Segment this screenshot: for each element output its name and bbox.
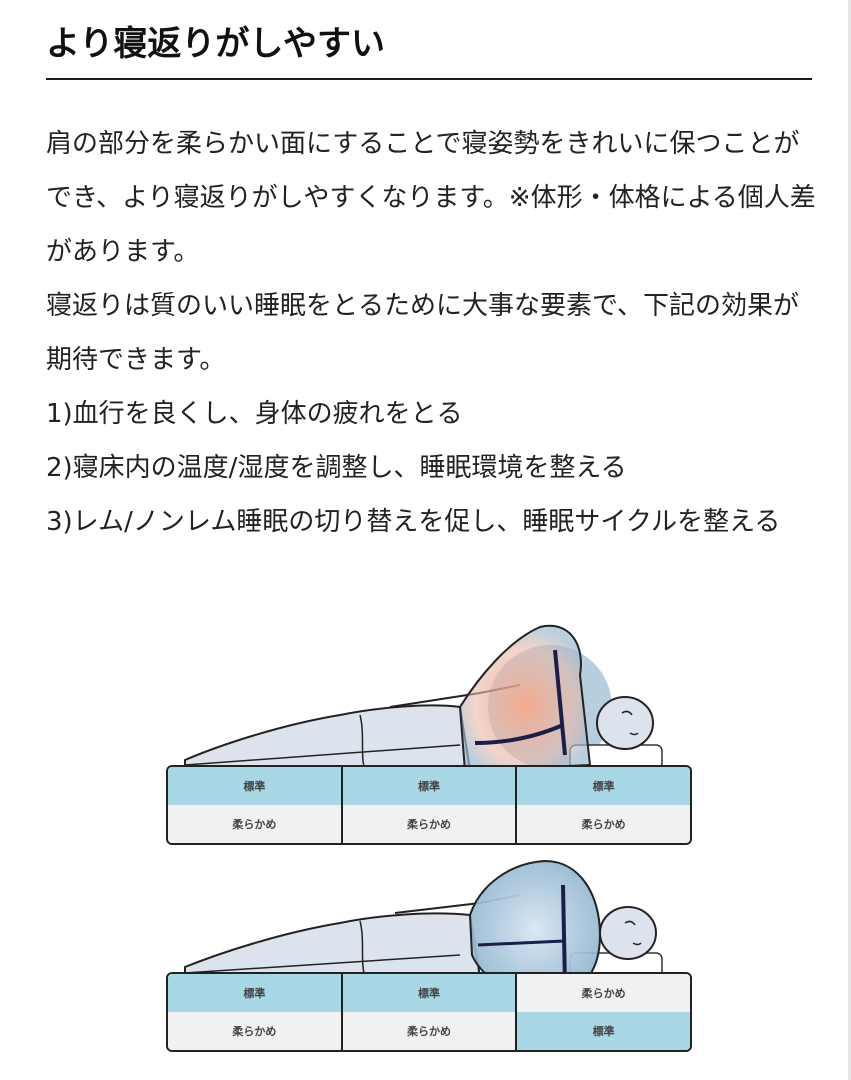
mattress-block-3: 柔らかめ 標準 — [517, 974, 690, 1050]
mattress-block-1: 標準 柔らかめ — [168, 974, 343, 1050]
layer-bottom: 柔らかめ — [168, 805, 341, 843]
illustration-standard: 標準 柔らかめ 標準 柔らかめ 標準 柔らかめ — [160, 615, 700, 850]
mattress-block-1: 標準 柔らかめ — [168, 767, 343, 843]
mattress-block-3: 標準 柔らかめ — [517, 767, 690, 843]
heading-divider — [46, 78, 812, 80]
layer-bottom: 柔らかめ — [168, 1012, 341, 1050]
paragraph-effects: 寝返りは質のいい睡眠をとるために大事な要素で、下記の効果が期待できます。 — [46, 291, 799, 375]
mattress-block-2: 標準 柔らかめ — [342, 974, 518, 1050]
layer-bottom: 柔らかめ — [342, 1012, 516, 1050]
layer-top: 柔らかめ — [517, 974, 690, 1012]
section-heading: より寝返りがしやすい — [46, 24, 385, 64]
layer-top: 標準 — [342, 974, 516, 1012]
effect-item-2: 2)寝床内の温度/湿度を調整し、睡眠環境を整える — [46, 453, 627, 483]
sleeping-person-icon — [184, 859, 663, 999]
layer-top: 標準 — [517, 767, 690, 805]
effect-item-3: 3)レム/ノンレム睡眠の切り替えを促し、睡眠サイクルを整える — [46, 507, 781, 537]
mattress-block-2: 標準 柔らかめ — [342, 767, 518, 843]
illustration-flipped: 標準 柔らかめ 標準 柔らかめ 柔らかめ 標準 — [160, 855, 700, 1055]
mattress-standard: 標準 柔らかめ 標準 柔らかめ 標準 柔らかめ — [166, 765, 692, 845]
layer-top: 標準 — [168, 767, 341, 805]
layer-top: 標準 — [168, 974, 341, 1012]
layer-bottom: 柔らかめ — [342, 805, 516, 843]
layer-bottom: 柔らかめ — [517, 805, 690, 843]
layer-bottom: 標準 — [517, 1012, 690, 1050]
effect-item-1: 1)血行を良くし、身体の疲れをとる — [46, 399, 463, 429]
mattress-flipped: 標準 柔らかめ 標準 柔らかめ 柔らかめ 標準 — [166, 972, 692, 1052]
body-text: 肩の部分を柔らかい面にすることで寝姿勢をきれいに保つことができ、より寝返りがしや… — [46, 117, 816, 549]
page-edge — [848, 0, 851, 1080]
layer-top: 標準 — [342, 767, 516, 805]
sleeping-person-icon — [184, 624, 663, 775]
paragraph-intro: 肩の部分を柔らかい面にすることで寝姿勢をきれいに保つことができ、より寝返りがしや… — [46, 129, 816, 267]
